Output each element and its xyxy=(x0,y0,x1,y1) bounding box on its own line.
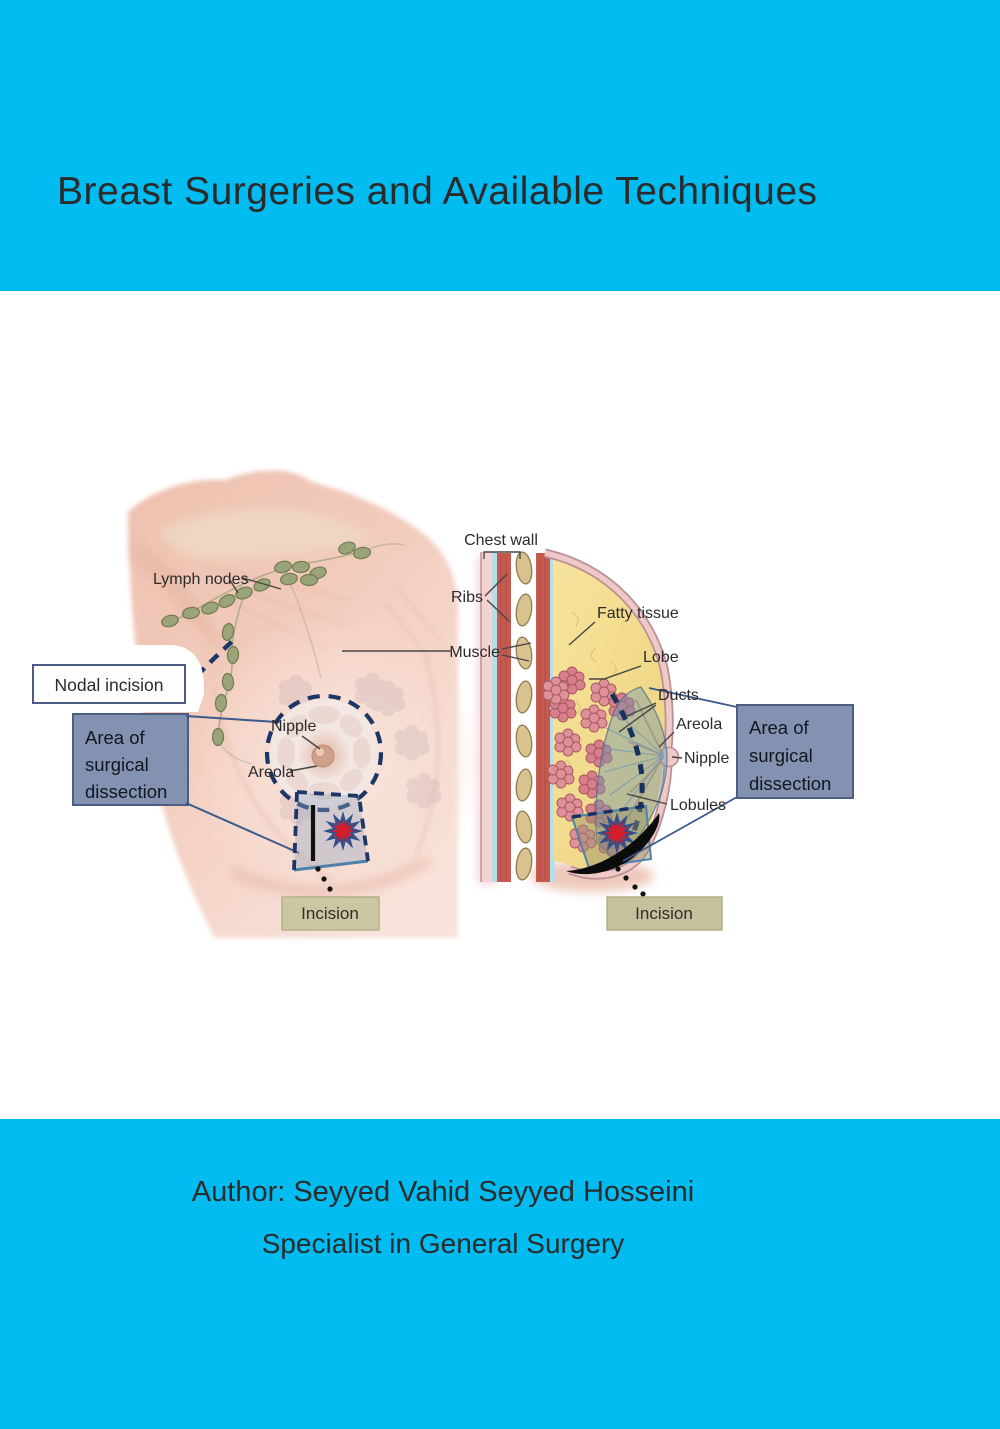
lobe-pointer xyxy=(589,665,642,680)
dissection-area-left xyxy=(292,790,370,872)
dotted-leader-left xyxy=(315,866,333,892)
lymph-nodes-label: Lymph nodes xyxy=(153,571,248,588)
dissection-dashed-arc xyxy=(609,692,645,838)
areola-label-right: Areola xyxy=(676,716,722,733)
specialty-line: Specialist in General Surgery xyxy=(261,1228,625,1259)
chest-wall-label: Chest wall xyxy=(464,532,538,549)
lymph-nodes xyxy=(161,541,372,747)
dissection-box-right-leaders xyxy=(622,687,738,862)
ribs-label: Ribs xyxy=(451,589,483,606)
incision-box-right xyxy=(606,896,723,931)
dotted-leader-right xyxy=(615,866,646,897)
nipple-label-right: Nipple xyxy=(684,750,729,767)
chest-wall-bracket xyxy=(483,551,521,559)
areola-pointer-left xyxy=(289,765,318,772)
author-line: Author: Seyyed Vahid Seyyed Hosseini xyxy=(191,1176,695,1208)
incision-arrow xyxy=(566,813,660,875)
incision-box-left xyxy=(281,896,380,931)
dissection-box-left-line3: dissection xyxy=(85,781,167,802)
muscle-pointers xyxy=(342,642,532,662)
lymph-nodes-pointers xyxy=(229,577,282,594)
dissection-box-right-line2: surgical xyxy=(749,745,813,766)
top-accent-band xyxy=(0,0,1000,291)
page-title: Breast Surgeries and Available Technique… xyxy=(57,170,818,213)
areola-dashed-circle xyxy=(264,693,384,813)
nipple-pointer-left xyxy=(301,735,321,750)
tumor-icon xyxy=(322,810,364,852)
fatty-tissue-pointer xyxy=(568,621,596,646)
nodal-incision-box xyxy=(32,664,186,704)
areola-pointer-right xyxy=(658,731,675,748)
muscle-label: Muscle xyxy=(449,644,500,661)
ribs xyxy=(515,551,533,881)
dissection-box-right-line1: Area of xyxy=(749,717,810,738)
nipple-label-left: Nipple xyxy=(271,718,316,735)
dissection-box-right xyxy=(736,704,854,799)
incision-label-left: Incision xyxy=(301,904,359,923)
lobules-label: Lobules xyxy=(670,797,726,814)
nipple-pointer-right xyxy=(671,756,683,759)
dissection-box-left-line2: surgical xyxy=(85,754,149,775)
lobe-label: Lobe xyxy=(643,649,679,666)
ducts-label: Ducts xyxy=(658,687,699,704)
lobe-clusters xyxy=(542,666,636,858)
breast-skin-profile xyxy=(543,548,680,880)
cross-section-view: Area of surgical dissection Chest wall R… xyxy=(342,532,854,931)
dissection-box-left-leaders xyxy=(185,715,300,854)
chest-wall-layers xyxy=(480,551,555,882)
anatomy-illustration: Lymph nodes Nodal incision Area of surgi… xyxy=(32,470,854,938)
lobules-pointer xyxy=(626,793,668,805)
areola-label-left: Areola xyxy=(248,764,294,781)
nodal-incision-label: Nodal incision xyxy=(55,675,164,695)
ribs-pointers xyxy=(484,573,510,622)
ducts-pointers xyxy=(618,702,657,733)
footer-block: Author: Seyyed Vahid Seyyed Hosseini Spe… xyxy=(0,1176,886,1260)
tumor-icon xyxy=(595,811,639,855)
fatty-tissue-label: Fatty tissue xyxy=(597,605,679,622)
dissection-box-right-line3: dissection xyxy=(749,773,831,794)
incision-label-right: Incision xyxy=(635,904,693,923)
duct-fan xyxy=(601,711,665,816)
frontal-view: Lymph nodes Nodal incision Area of surgi… xyxy=(32,470,483,938)
areola-art xyxy=(270,699,378,807)
dissection-box-left-line1: Area of xyxy=(85,727,146,748)
dissection-box-left xyxy=(72,713,189,806)
bottom-accent-band xyxy=(0,1119,1000,1429)
